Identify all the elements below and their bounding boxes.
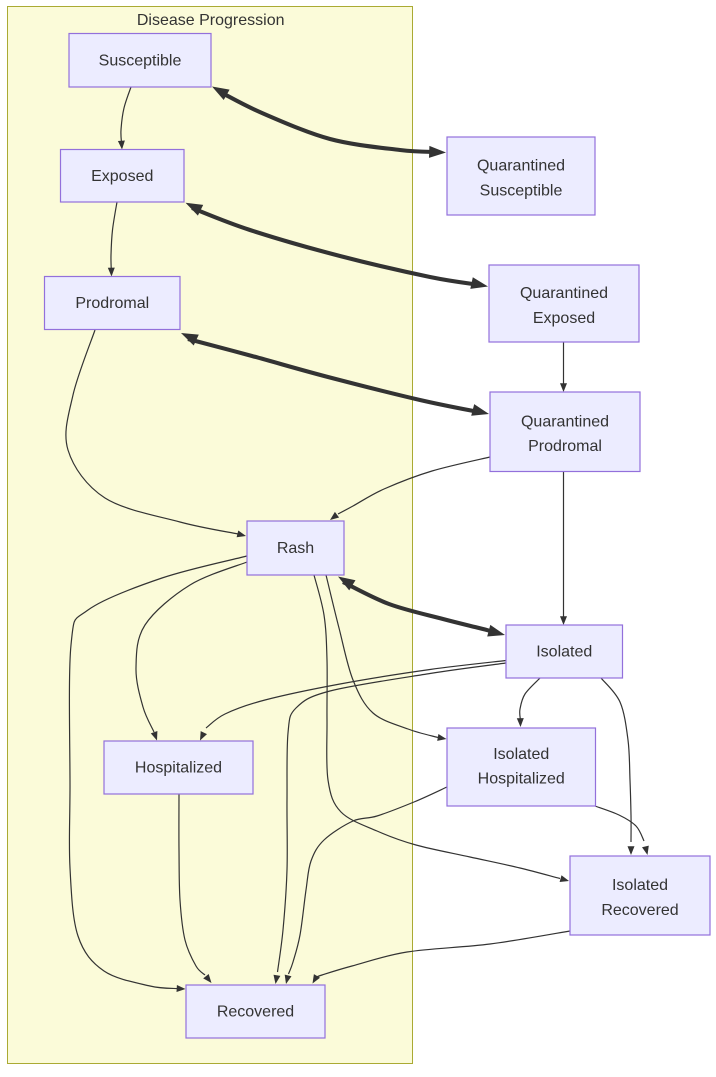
svg-text:Isolated: Isolated xyxy=(612,877,668,894)
svg-text:Recovered: Recovered xyxy=(217,1004,294,1021)
svg-text:Rash: Rash xyxy=(277,540,314,557)
svg-text:Recovered: Recovered xyxy=(601,902,678,919)
svg-text:Exposed: Exposed xyxy=(533,310,595,327)
svg-text:Susceptible: Susceptible xyxy=(99,52,182,69)
svg-text:Susceptible: Susceptible xyxy=(480,182,563,199)
svg-text:Quarantined: Quarantined xyxy=(520,285,608,302)
svg-text:Disease Progression: Disease Progression xyxy=(137,12,285,29)
svg-text:Hospitalized: Hospitalized xyxy=(135,760,222,777)
svg-text:Prodromal: Prodromal xyxy=(528,438,602,455)
svg-text:Isolated: Isolated xyxy=(536,644,592,661)
svg-text:Exposed: Exposed xyxy=(91,168,153,185)
svg-text:Quarantined: Quarantined xyxy=(477,158,565,175)
svg-text:Prodromal: Prodromal xyxy=(75,295,149,312)
svg-text:Isolated: Isolated xyxy=(493,746,549,763)
svg-text:Hospitalized: Hospitalized xyxy=(478,771,565,788)
svg-text:Quarantined: Quarantined xyxy=(521,413,609,430)
